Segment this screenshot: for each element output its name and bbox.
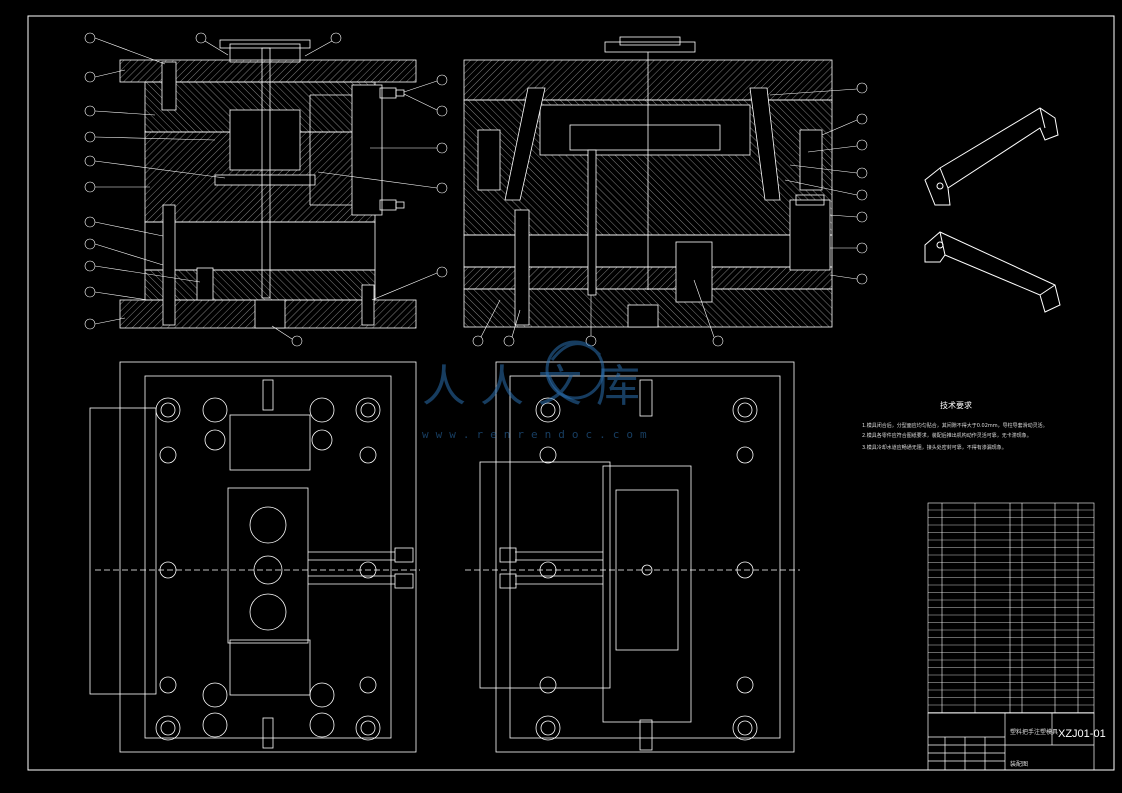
drawing-sub: 装配图	[1010, 761, 1029, 768]
technical-requirement-line-2: 2.模具各零件应符合图纸要求，装配后推出机构动作灵活可靠，无卡滞现象。	[862, 433, 1032, 439]
parts-list-rows	[928, 509, 1094, 713]
drawing-code: XZJ01-01	[1058, 728, 1106, 740]
callouts-right	[472, 82, 868, 347]
watermark-url: www.renrendoc.com	[422, 428, 654, 441]
callouts-left	[84, 32, 448, 347]
section-view-right	[463, 36, 833, 328]
technical-requirements-title: 技术要求	[940, 401, 972, 410]
technical-requirement-line-1: 1.模具闭合后，分型面应均匀贴合，其间隙不得大于0.02mm，导柱导套滑动灵活。	[862, 423, 1048, 429]
handle-part-isometric-1-icon	[924, 107, 1059, 206]
technical-requirement-line-3: 3.模具冷却水道应畅通无阻，接头处密封可靠，不得有渗漏现象。	[862, 445, 1007, 451]
title-block	[927, 712, 1095, 771]
section-view-left	[119, 39, 417, 329]
plan-view-left	[89, 361, 420, 753]
handle-part-isometric-2-icon	[924, 231, 1061, 313]
watermark-text: 人人文库	[422, 361, 654, 412]
plan-view-right	[465, 361, 800, 753]
watermark-logo-icon	[545, 340, 605, 400]
parts-list-table	[927, 502, 1095, 714]
drawing-border	[27, 15, 1115, 771]
drawing-name: 塑料把手注塑模具	[1010, 729, 1059, 736]
